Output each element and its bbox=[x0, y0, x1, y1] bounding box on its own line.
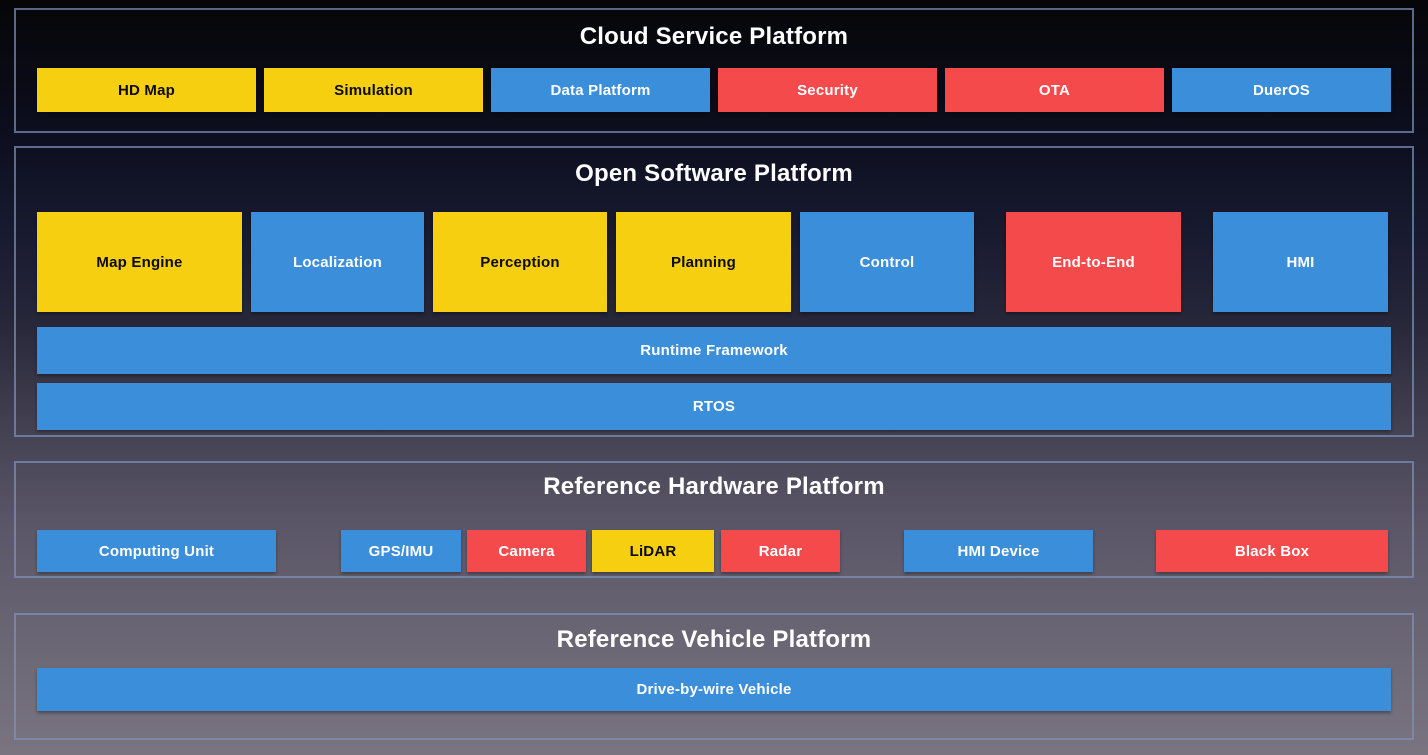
section-open-software-platform: Open Software Platform Map Engine Localiz… bbox=[14, 146, 1414, 437]
box-label: Map Engine bbox=[96, 253, 183, 271]
box-label: DuerOS bbox=[1252, 81, 1311, 99]
hardware-components-row: Computing Unit GPS/IMU Camera LiDAR Radar HMI… bbox=[37, 530, 1391, 572]
section-reference-vehicle-platform: Reference Vehicle Platform Drive-by-wire… bbox=[14, 613, 1414, 740]
hardware-section-title: Reference Hardware Platform bbox=[543, 473, 885, 500]
box-label: HD Map bbox=[117, 81, 176, 99]
box-label: HMI bbox=[1286, 253, 1315, 271]
box-drive-by-wire-vehicle: Drive-by-wire Vehicle bbox=[37, 668, 1391, 711]
section-cloud-service-platform: Cloud Service Platform HD Map Simulation D… bbox=[14, 8, 1414, 133]
vehicle-section-title: Reference Vehicle Platform bbox=[556, 626, 872, 653]
software-section-title: Open Software Platform bbox=[575, 160, 853, 187]
box-hmi: HMI bbox=[1213, 212, 1388, 312]
box-label: Camera bbox=[498, 542, 555, 560]
box-end-to-end: End-to-End bbox=[1006, 212, 1181, 312]
box-data-platform: Data Platform bbox=[491, 68, 710, 112]
box-label: Data Platform bbox=[550, 81, 651, 99]
box-label: LiDAR bbox=[629, 542, 677, 560]
box-computing-unit: Computing Unit bbox=[37, 530, 276, 572]
box-label: Planning bbox=[671, 253, 736, 271]
box-perception: Perception bbox=[433, 212, 607, 312]
box-camera: Camera bbox=[467, 530, 586, 572]
box-planning: Planning bbox=[616, 212, 791, 312]
box-label: Computing Unit bbox=[98, 542, 215, 560]
box-dueros: DuerOS bbox=[1172, 68, 1391, 112]
box-rtos: RTOS bbox=[37, 383, 1391, 430]
box-label: RTOS bbox=[692, 398, 736, 415]
box-simulation: Simulation bbox=[264, 68, 483, 112]
box-lidar: LiDAR bbox=[592, 530, 714, 572]
box-hmi-device: HMI Device bbox=[904, 530, 1093, 572]
box-gps-imu: GPS/IMU bbox=[341, 530, 461, 572]
box-label: Simulation bbox=[334, 81, 413, 99]
software-modules-row: Map Engine Localization Perception Planning… bbox=[37, 212, 1391, 312]
box-label: Black Box bbox=[1234, 542, 1310, 560]
box-label: OTA bbox=[1038, 81, 1071, 99]
cloud-services-row: HD Map Simulation Data Platform Security OTA… bbox=[37, 68, 1391, 112]
box-control: Control bbox=[800, 212, 974, 312]
vehicle-row: Drive-by-wire Vehicle bbox=[37, 668, 1391, 711]
section-reference-hardware-platform: Reference Hardware Platform Computing Un… bbox=[14, 461, 1414, 578]
box-hd-map: HD Map bbox=[37, 68, 256, 112]
box-map-engine: Map Engine bbox=[37, 212, 242, 312]
box-label: Runtime Framework bbox=[640, 342, 788, 359]
cloud-section-title: Cloud Service Platform bbox=[579, 23, 849, 50]
rtos-row: RTOS bbox=[37, 383, 1391, 430]
box-label: Security bbox=[797, 81, 858, 99]
box-security: Security bbox=[718, 68, 937, 112]
box-black-box: Black Box bbox=[1156, 530, 1388, 572]
box-runtime-framework: Runtime Framework bbox=[37, 327, 1391, 374]
box-label: Perception bbox=[480, 253, 560, 271]
box-label: Radar bbox=[758, 542, 803, 560]
box-label: Control bbox=[859, 253, 915, 271]
box-label: Drive-by-wire Vehicle bbox=[636, 681, 792, 698]
box-label: Localization bbox=[292, 253, 383, 271]
box-label: End-to-End bbox=[1052, 253, 1135, 271]
runtime-framework-row: Runtime Framework bbox=[37, 327, 1391, 374]
box-localization: Localization bbox=[251, 212, 424, 312]
box-label: GPS/IMU bbox=[368, 542, 434, 560]
box-ota: OTA bbox=[945, 68, 1164, 112]
box-radar: Radar bbox=[721, 530, 840, 572]
box-label: HMI Device bbox=[957, 542, 1040, 560]
